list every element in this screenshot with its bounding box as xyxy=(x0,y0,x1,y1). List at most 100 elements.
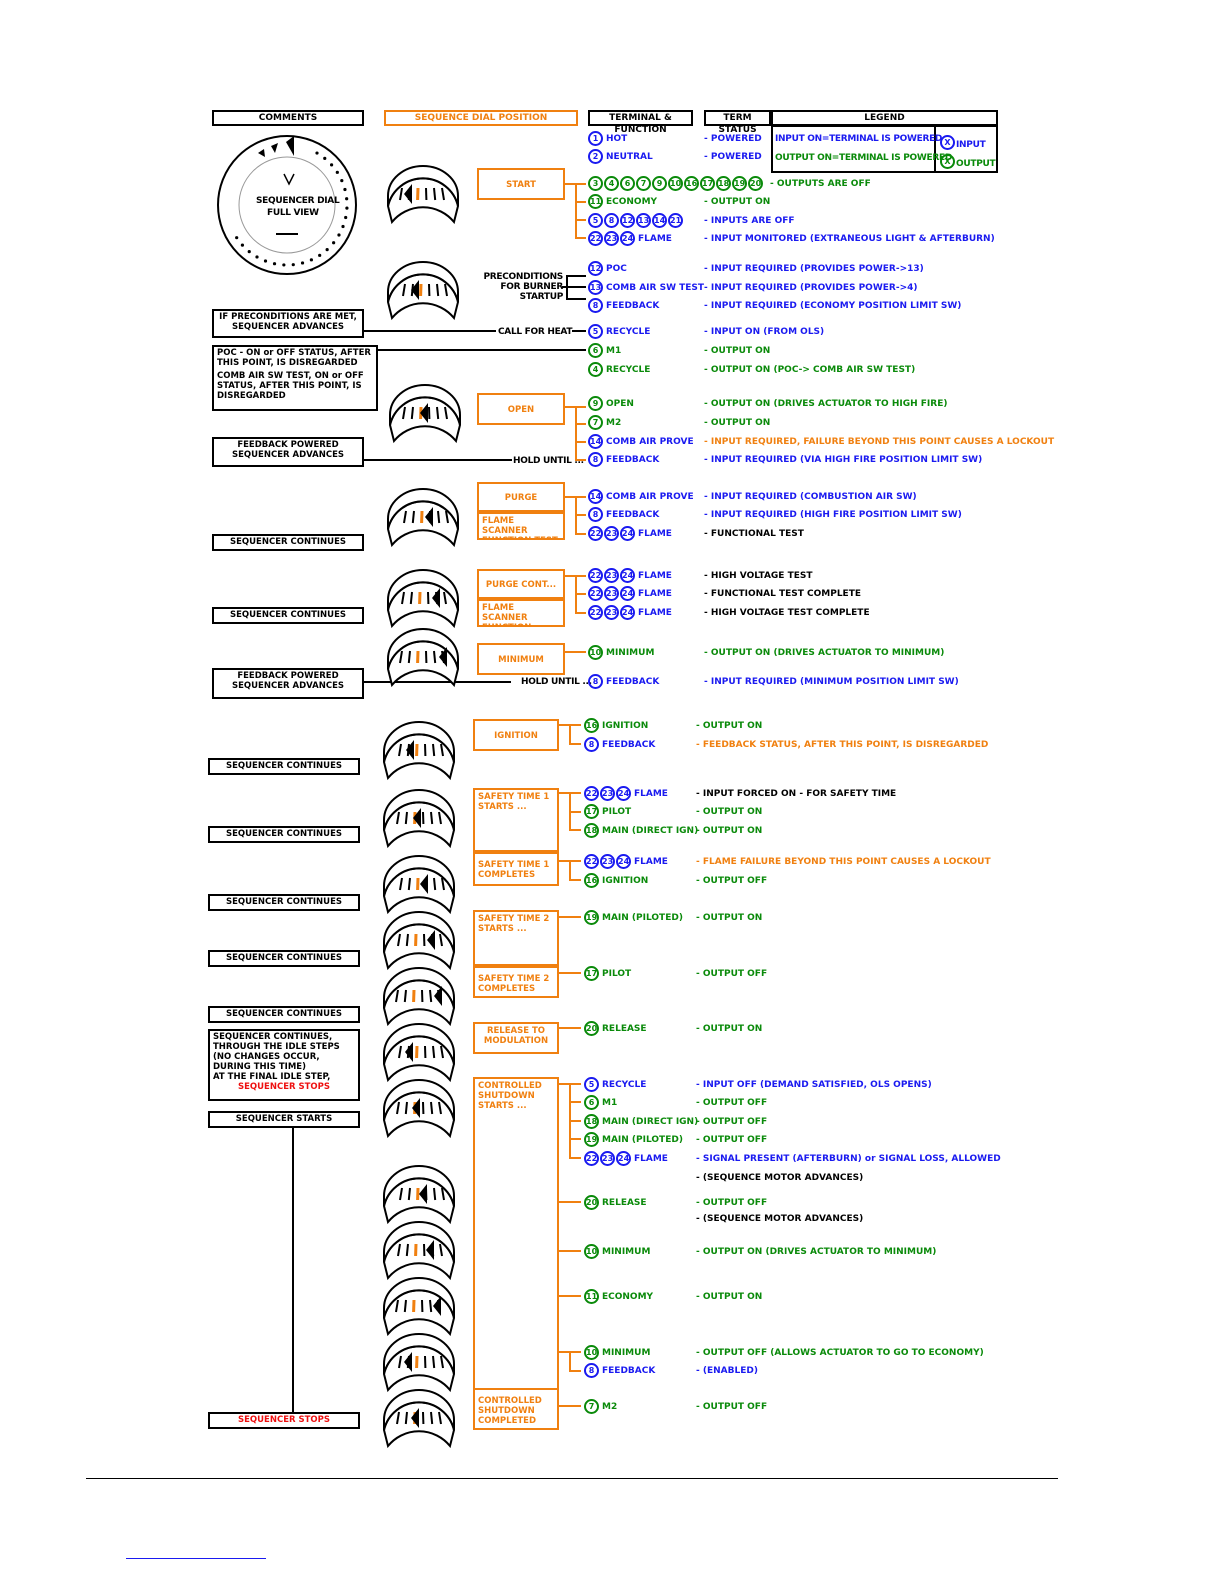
terminal-number-badge: 5 xyxy=(584,1077,599,1092)
terminal-number-badge: 8 xyxy=(588,452,603,467)
orange-connector xyxy=(569,1120,581,1122)
terminal-status: - INPUT FORCED ON - FOR SAFETY TIME xyxy=(696,789,897,799)
sequence-dial-icon xyxy=(388,384,462,444)
orange-connector xyxy=(569,1370,581,1372)
sequence-dial-icon xyxy=(382,1079,456,1139)
terminal-number-badge: 22 xyxy=(584,786,599,801)
legend-output-on: OUTPUT ON=TERMINAL IS POWERED xyxy=(775,153,953,163)
terminal-number-badge: 23 xyxy=(604,586,619,601)
sequence-dial-icon xyxy=(382,1277,456,1337)
terminal-status: - OUTPUT ON xyxy=(696,913,763,923)
phase-box: SAFETY TIME 2 STARTS ... xyxy=(473,910,559,966)
terminal-number-badge: 4 xyxy=(604,176,619,191)
terminal-number-badge: 12 xyxy=(620,213,635,228)
orange-connector xyxy=(575,612,586,614)
terminal-number-badge: 5 xyxy=(588,324,603,339)
terminal-status: - INPUT REQUIRED (MINIMUM POSITION LIMIT… xyxy=(704,677,959,687)
orange-connector xyxy=(569,811,581,813)
terminal-status: - (SEQUENCE MOTOR ADVANCES) xyxy=(696,1173,864,1183)
terminal-number-badge: 19 xyxy=(584,910,599,925)
terminal-status: - OUTPUT OFF xyxy=(696,969,768,979)
terminal-number-badge: 22 xyxy=(588,231,603,246)
terminal-number-badge: 14 xyxy=(652,213,667,228)
orange-connector xyxy=(559,1250,581,1252)
terminal-number-badge: 24 xyxy=(620,605,635,620)
terminal-number-badge: 10 xyxy=(584,1244,599,1259)
terminal-status: - OUTPUT ON (DRIVES ACTUATOR TO MINIMUM) xyxy=(704,648,945,658)
orange-connector xyxy=(575,593,586,595)
terminal-status: - INPUT REQUIRED (PROVIDES POWER->13) xyxy=(704,264,924,274)
comment-text: POC - ON or OFF STATUS, AFTER THIS POINT… xyxy=(217,348,371,368)
terminal-status: - OUTPUT ON (DRIVES ACTUATOR TO MINIMUM) xyxy=(696,1247,937,1257)
orange-connector xyxy=(569,743,581,745)
sequence-dial-icon xyxy=(382,1333,456,1393)
comment-box: SEQUENCER CONTINUES xyxy=(212,607,364,624)
terminal-number-badge: 23 xyxy=(604,568,619,583)
comment-box: IF PRECONDITIONS ARE MET, SEQUENCER ADVA… xyxy=(212,309,364,338)
terminal-number-badge: 24 xyxy=(616,786,631,801)
terminal-status: - OUTPUT OFF xyxy=(696,876,768,886)
terminal-status: - OUTPUT ON (DRIVES ACTUATOR TO HIGH FIR… xyxy=(704,399,948,409)
terminal-status: - OUTPUT ON xyxy=(696,1024,763,1034)
terminal-function-label: FLAME xyxy=(634,1154,668,1164)
terminal-function-label: ECONOMY xyxy=(602,1292,654,1302)
terminal-status: - HIGH VOLTAGE TEST xyxy=(704,571,813,581)
terminal-number-badge: 22 xyxy=(584,854,599,869)
phase-box: SAFETY TIME 1 COMPLETES xyxy=(473,852,559,886)
terminal-status: - HIGH VOLTAGE TEST COMPLETE xyxy=(704,608,870,618)
terminal-number-badge: 14 xyxy=(588,489,603,504)
terminal-function-label: RECYCLE xyxy=(606,327,651,337)
terminal-status: - INPUT REQUIRED, FAILURE BEYOND THIS PO… xyxy=(704,437,1055,447)
terminal-number-badge: 14 xyxy=(588,434,603,449)
terminal-function-label: FLAME xyxy=(638,589,672,599)
terminal-status: - OUTPUT OFF xyxy=(696,1135,768,1145)
terminal-function-label: COMB AIR SW TEST xyxy=(606,283,705,293)
legend-input-icon: X xyxy=(940,135,955,150)
terminal-status: - OUTPUT OFF xyxy=(696,1402,768,1412)
comment-box: SEQUENCER CONTINUES xyxy=(208,894,360,911)
phase-box: IGNITION xyxy=(473,719,559,751)
terminal-number-badge: 13 xyxy=(588,280,603,295)
terminal-function-label: FEEDBACK xyxy=(602,1366,656,1376)
terminal-status: - INPUT ON (FROM OLS) xyxy=(704,327,825,337)
terminal-number-badge: 8 xyxy=(588,507,603,522)
terminal-function-label: MINIMUM xyxy=(602,1247,651,1257)
terminal-function-label: IGNITION xyxy=(602,876,649,886)
terminal-status: - INPUT REQUIRED (ECONOMY POSITION LIMIT… xyxy=(704,301,962,311)
terminal-number-badge: 24 xyxy=(620,231,635,246)
terminal-number-badge: 17 xyxy=(584,966,599,981)
terminal-status: - OUTPUT ON xyxy=(704,418,771,428)
terminal-status: - OUTPUT OFF xyxy=(696,1198,768,1208)
terminal-function-label: NEUTRAL xyxy=(606,152,653,162)
orange-connector xyxy=(575,183,577,239)
legend-input-label: INPUT xyxy=(956,140,986,150)
terminal-number-badge: 8 xyxy=(584,737,599,752)
legend-divider xyxy=(934,125,936,173)
phase-box: PURGE xyxy=(477,482,565,512)
terminal-number-badge: 7 xyxy=(584,1399,599,1414)
phase-box: CONTROLLED SHUTDOWN COMPLETED xyxy=(473,1390,559,1430)
terminal-number-badge: 8 xyxy=(588,674,603,689)
terminal-status: - OUTPUT OFF xyxy=(696,1117,768,1127)
terminal-status: - INPUT REQUIRED (VIA HIGH FIRE POSITION… xyxy=(704,455,983,465)
terminal-number-badge: 7 xyxy=(636,176,651,191)
header-terminal-function: TERMINAL & FUNCTION xyxy=(588,110,693,135)
terminal-function-label: MINIMUM xyxy=(602,1348,651,1358)
terminal-status: - INPUT REQUIRED (HIGH FIRE POSITION LIM… xyxy=(704,510,962,520)
terminal-number-badge: 7 xyxy=(588,415,603,430)
